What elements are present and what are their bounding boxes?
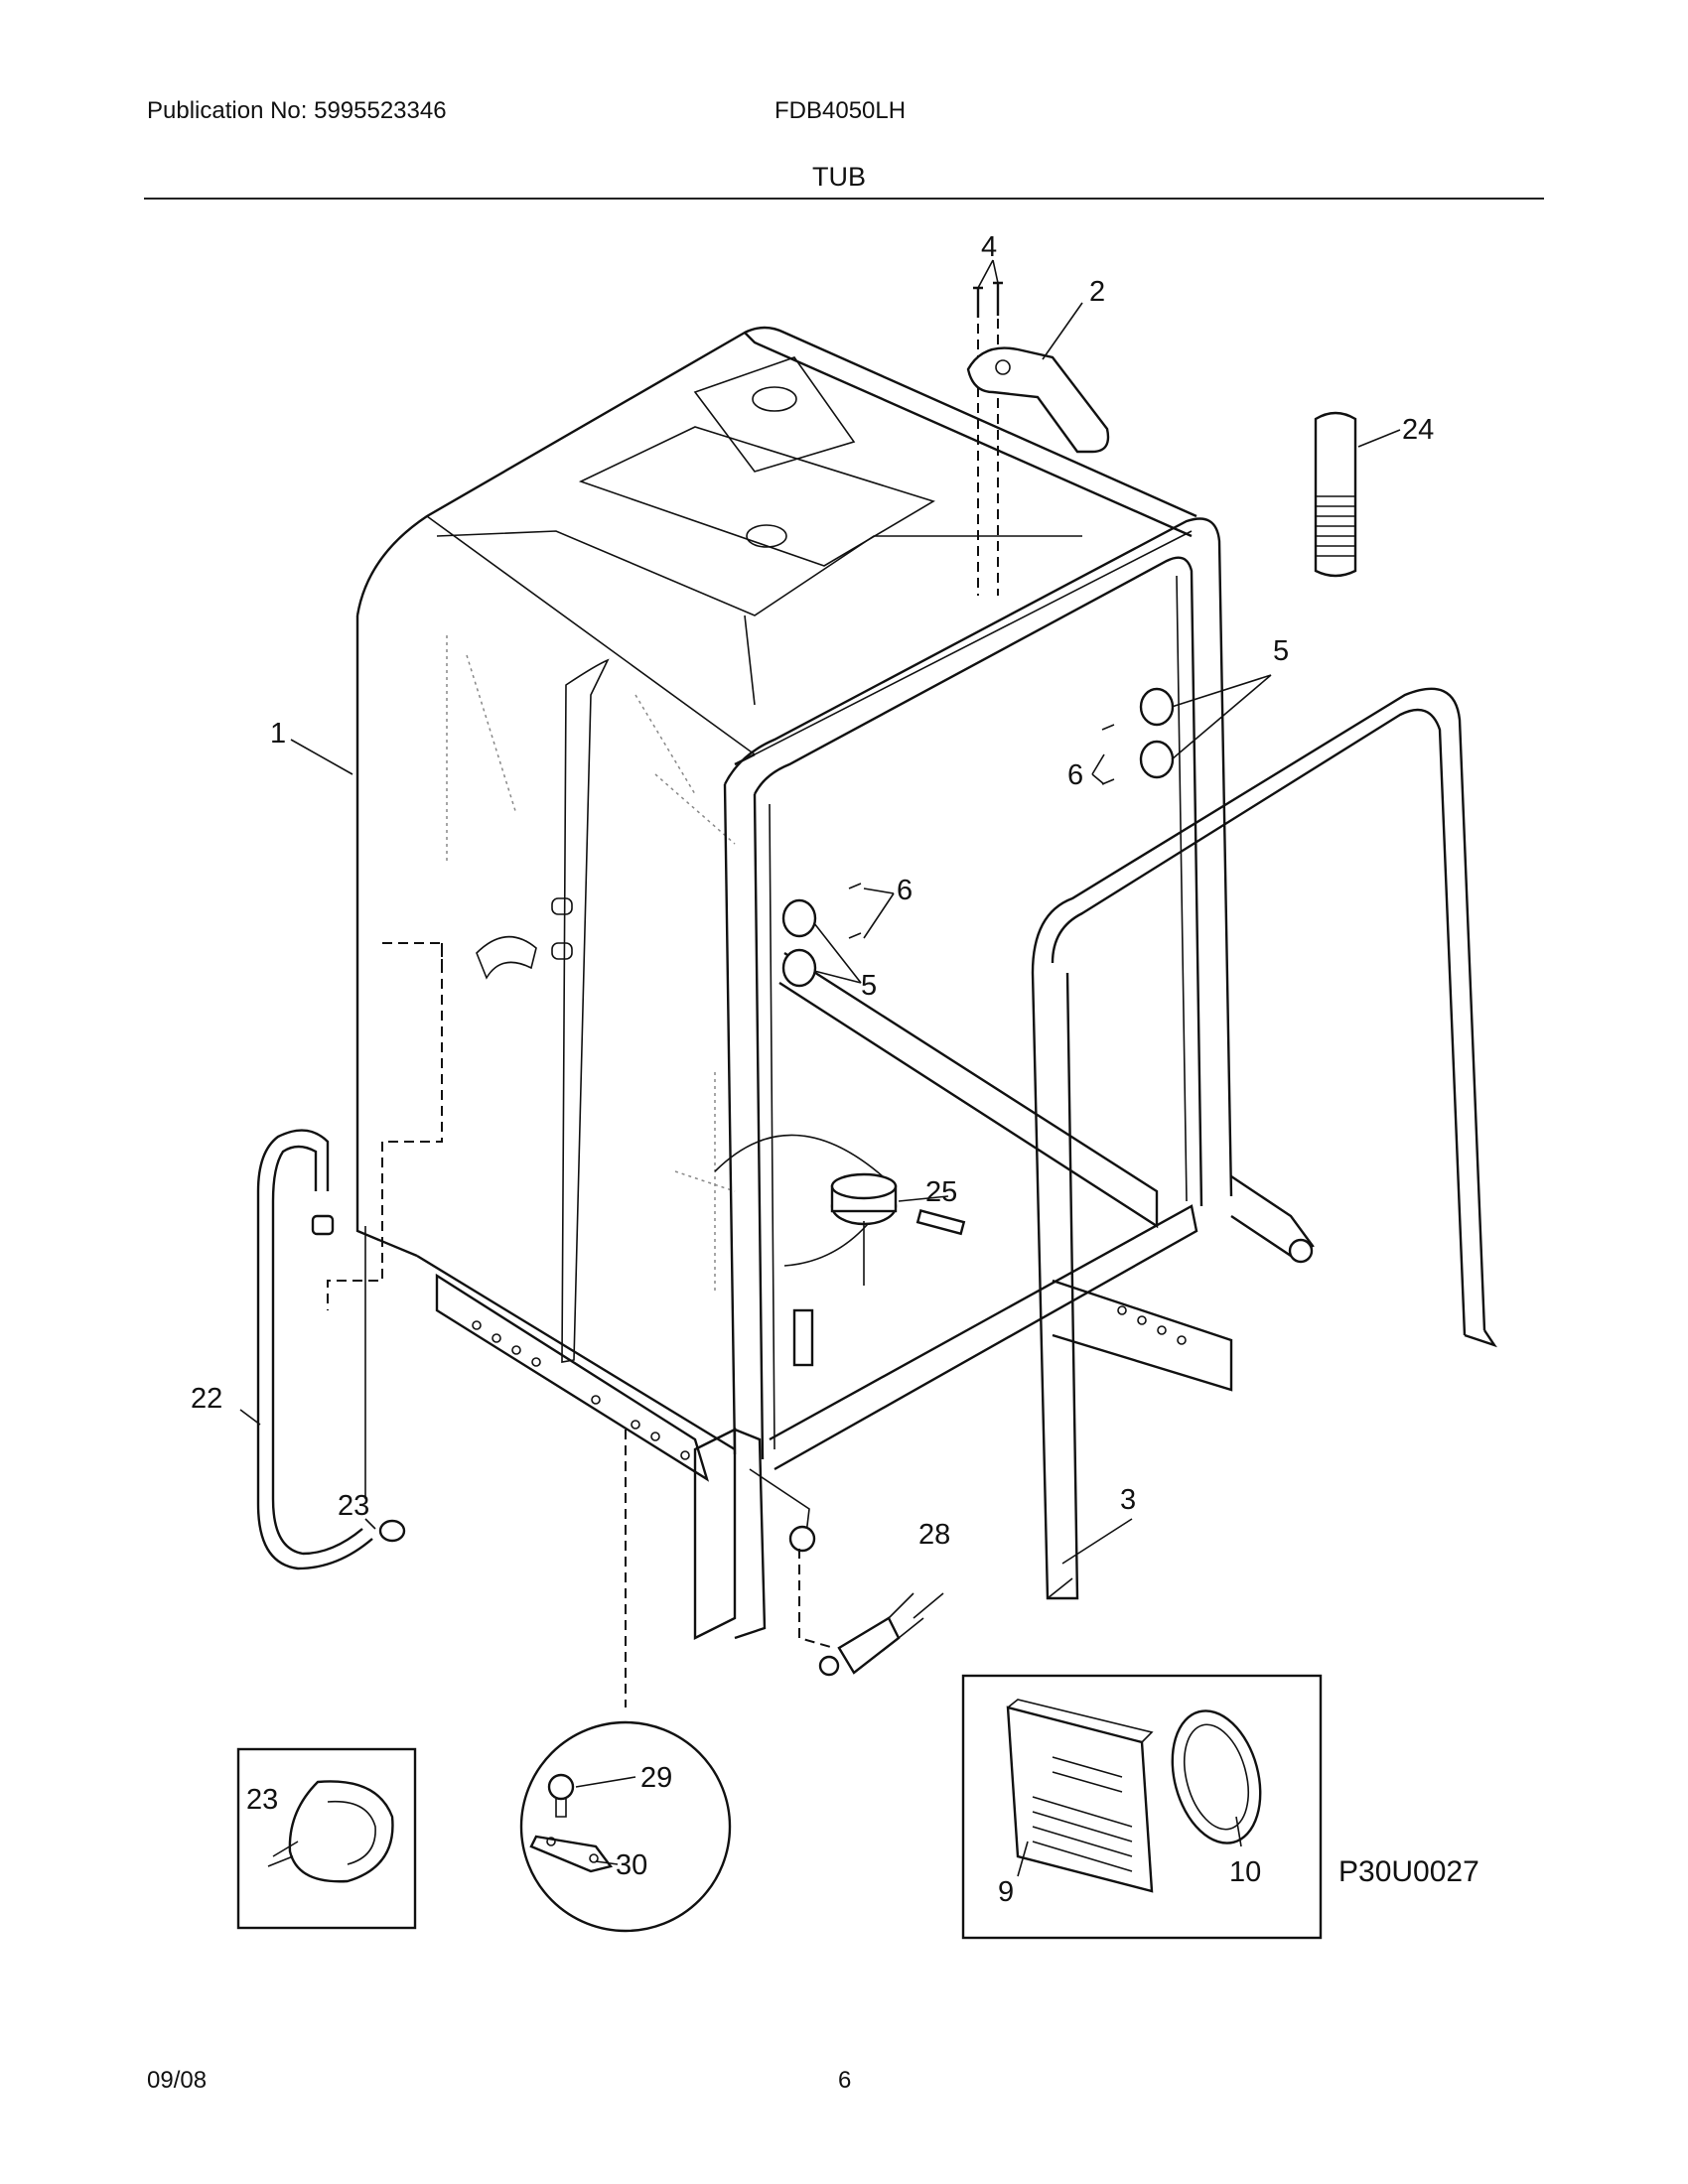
part-22-hose bbox=[256, 1129, 373, 1570]
part-28-switch bbox=[818, 1592, 924, 1677]
part-5-rollers bbox=[781, 687, 1175, 988]
tub-body bbox=[355, 326, 1197, 1451]
callout-3: 3 bbox=[1120, 1484, 1136, 1516]
part-2-bracket bbox=[966, 346, 1110, 454]
header-divider bbox=[144, 198, 1544, 200]
publication-number: Publication No: 5995523346 bbox=[147, 97, 447, 124]
drawing-code: P30U0027 bbox=[1338, 1855, 1479, 1888]
callout-5b: 5 bbox=[861, 970, 877, 1002]
callout-leaders bbox=[239, 259, 1401, 1877]
callout-30: 30 bbox=[616, 1849, 647, 1881]
callout-23a: 23 bbox=[338, 1490, 369, 1522]
part-23-clamp bbox=[378, 1519, 406, 1543]
callout-22: 22 bbox=[191, 1383, 222, 1415]
part-24-tube bbox=[1314, 411, 1357, 578]
callout-6a: 6 bbox=[1067, 759, 1083, 791]
tub-front-frame bbox=[435, 517, 1315, 1640]
callout-28: 28 bbox=[918, 1519, 950, 1551]
inset-clamp bbox=[236, 1747, 417, 1930]
part-25-float bbox=[714, 1134, 966, 1367]
model-number: FDB4050LH bbox=[774, 97, 907, 124]
callout-1: 1 bbox=[270, 718, 286, 750]
callout-4: 4 bbox=[981, 231, 997, 263]
inset-control-module bbox=[961, 1674, 1323, 1940]
callout-2: 2 bbox=[1089, 276, 1105, 308]
callout-5a: 5 bbox=[1273, 635, 1289, 667]
callout-25: 25 bbox=[925, 1176, 957, 1208]
section-title: TUB bbox=[812, 162, 866, 192]
callout-23b: 23 bbox=[246, 1784, 278, 1816]
callout-labels: 1 2 3 4 5 5 6 6 9 10 22 23 23 24 25 28 2… bbox=[191, 231, 1479, 1908]
part-4-screws bbox=[973, 281, 1003, 318]
callout-6b: 6 bbox=[897, 875, 913, 906]
rail-holes bbox=[472, 1320, 690, 1460]
callout-24: 24 bbox=[1402, 414, 1434, 446]
inset-circle bbox=[519, 1720, 732, 1933]
part-3-gasket bbox=[1031, 687, 1497, 1600]
callout-29: 29 bbox=[640, 1762, 672, 1794]
part-6-screws bbox=[848, 724, 1115, 939]
publication-date: 09/08 bbox=[147, 2067, 208, 2094]
callout-10: 10 bbox=[1229, 1856, 1261, 1888]
assembly-leaders bbox=[327, 303, 999, 1707]
callout-9: 9 bbox=[998, 1876, 1014, 1908]
page-number: 6 bbox=[838, 2067, 852, 2094]
